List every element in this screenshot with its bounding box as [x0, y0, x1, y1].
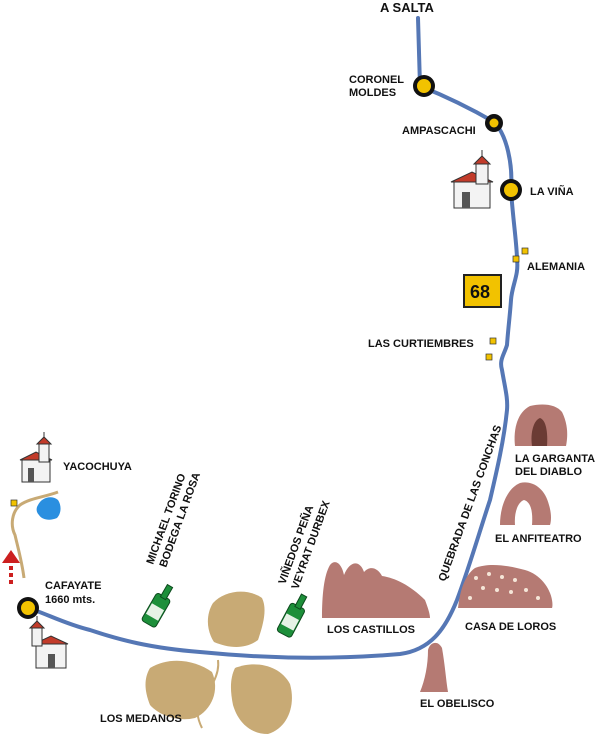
label-anfiteatro: EL ANFITEATRO — [495, 533, 582, 545]
label-cafayate-1: CAFAYATE — [45, 580, 101, 592]
castillos-rock — [322, 562, 430, 618]
north-arrow-icon — [2, 550, 20, 584]
wine-bottle-icon — [141, 583, 174, 628]
marker-alemania-1 — [521, 247, 529, 255]
label-las-curtiembres: LAS CURTIEMBRES — [368, 338, 474, 350]
label-casa-loros: CASA DE LOROS — [465, 621, 556, 633]
label-yacochuya: YACOCHUYA — [63, 461, 132, 473]
obelisco-rock — [420, 642, 448, 692]
chapel-icon — [450, 150, 494, 209]
garganta-rock — [514, 404, 568, 446]
chapel-icon — [19, 432, 53, 483]
casa-loros-rock — [458, 564, 553, 608]
label-coronel-moldes-2: MOLDES — [349, 87, 396, 99]
destination-label: A SALTA — [380, 0, 435, 15]
label-ampascachi: AMPASCACHI — [402, 125, 476, 137]
label-coronel-moldes-1: CORONEL — [349, 74, 404, 86]
wine-bottle-icon — [276, 593, 308, 638]
route-shield: 68 — [463, 274, 502, 308]
town-marker-coronel-moldes — [413, 75, 435, 97]
route-number: 68 — [470, 282, 490, 302]
label-cafayate-2: 1660 mts. — [45, 594, 95, 606]
lake — [36, 497, 61, 520]
dunes — [145, 591, 292, 734]
chapel-icon — [28, 616, 69, 669]
label-la-vina: LA VIÑA — [530, 185, 574, 198]
town-marker-cafayate — [17, 597, 39, 619]
town-marker-la-vina — [500, 179, 522, 201]
label-los-castillos: LOS CASTILLOS — [327, 624, 415, 636]
town-marker-ampascachi — [485, 114, 503, 132]
marker-yacochuya — [10, 499, 18, 507]
marker-curtiembres-2 — [485, 353, 493, 361]
anfiteatro-rock — [500, 482, 551, 525]
label-garganta-1: LA GARGANTA — [515, 453, 595, 465]
label-el-obelisco: EL OBELISCO — [420, 698, 495, 710]
marker-curtiembres-1 — [489, 337, 497, 345]
label-garganta-2: DEL DIABLO — [515, 466, 582, 478]
label-los-medanos: LOS MEDANOS — [100, 713, 182, 725]
label-alemania: ALEMANIA — [527, 261, 585, 273]
yacochuya-path — [10, 490, 59, 579]
marker-alemania-2 — [512, 255, 520, 263]
